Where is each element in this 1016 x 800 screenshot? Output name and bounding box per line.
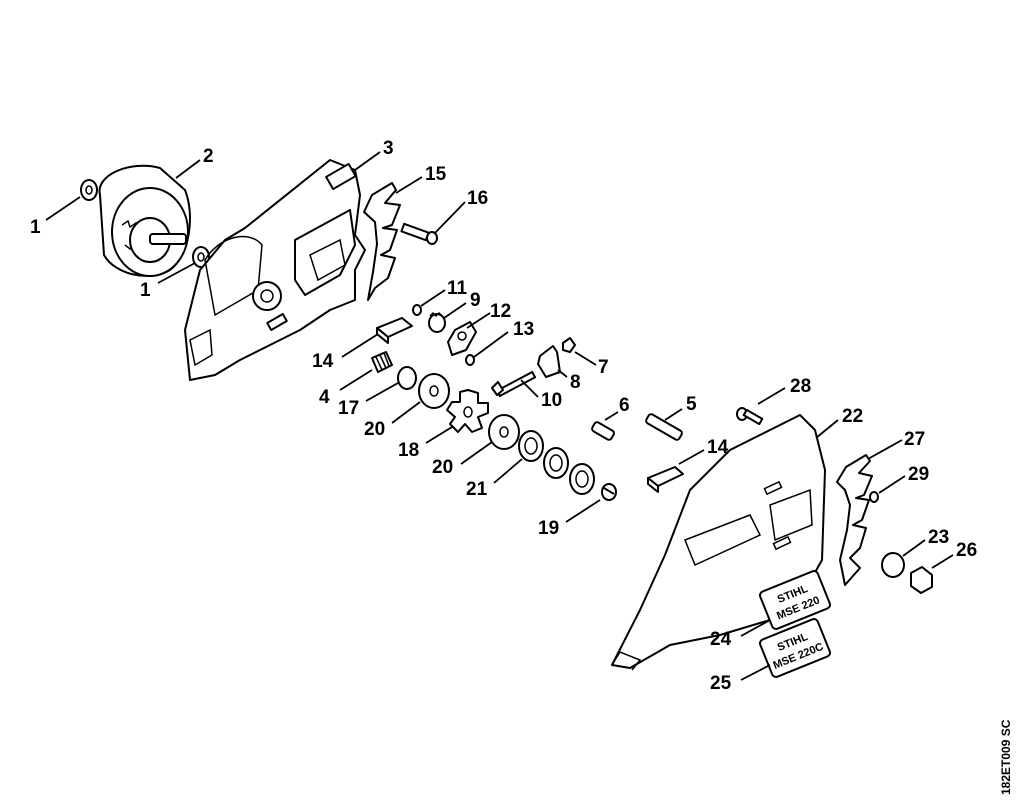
- callout-27: 27: [904, 429, 925, 450]
- tensioner-screw-part-10: [491, 370, 537, 398]
- screw-part-19: [601, 483, 617, 501]
- needle-cage-part-4: [371, 351, 393, 373]
- callout-6: 6: [619, 395, 630, 416]
- callout-22: 22: [842, 406, 863, 427]
- nut-part-26: [910, 566, 933, 594]
- callout-19: 19: [538, 518, 559, 539]
- callout-8: 8: [570, 372, 581, 393]
- washer-part-17: [397, 366, 417, 390]
- callout-10: 10: [541, 390, 562, 411]
- bumper-spike-part-27: [836, 454, 873, 586]
- adjuster-gear-part-9: [428, 311, 446, 333]
- callout-1-right: 1: [140, 280, 151, 301]
- leader-lines: [45, 151, 954, 681]
- washer-part-20-upper: [418, 373, 450, 409]
- callout-28: 28: [790, 376, 811, 397]
- washer-part-23: [881, 552, 905, 578]
- sprocket-part-18: [446, 389, 489, 433]
- callout-18: 18: [398, 440, 419, 461]
- callout-20-upper: 20: [364, 419, 385, 440]
- callout-4: 4: [319, 387, 330, 408]
- callout-26: 26: [956, 540, 977, 561]
- stud-part-6: [591, 421, 615, 441]
- callout-11: 11: [447, 278, 468, 299]
- bumper-spike-part-15: [363, 182, 401, 301]
- callout-2: 2: [203, 146, 214, 167]
- small-nut-part-29: [869, 491, 879, 503]
- callout-25: 25: [710, 673, 732, 694]
- washer-part-1-left: [80, 179, 98, 201]
- callout-7: 7: [598, 357, 609, 378]
- rubber-buffer-part-14-upper: [376, 317, 413, 344]
- callout-3: 3: [383, 138, 394, 159]
- callout-numbers: 1 2 1 3 15 16 11 9 12 13 7 14 8 4 10 17 …: [30, 138, 977, 694]
- callout-29: 29: [908, 464, 929, 485]
- small-screw-part-13: [465, 354, 475, 366]
- callout-14-lower: 14: [707, 437, 729, 458]
- callout-9: 9: [470, 290, 481, 311]
- screw-part-16: [400, 222, 438, 245]
- callout-5: 5: [686, 394, 697, 415]
- callout-16: 16: [467, 188, 488, 209]
- bolt-part-28: [736, 407, 764, 426]
- rubber-buffer-part-14-lower: [647, 466, 684, 493]
- nut-part-7: [562, 337, 576, 353]
- stud-part-5: [645, 413, 683, 441]
- reference-code: 182ET009 SC: [999, 719, 1013, 795]
- callout-15: 15: [425, 164, 447, 185]
- clutch-drum-part-2: [98, 164, 191, 277]
- callout-12: 12: [490, 301, 511, 322]
- callout-1-left: 1: [30, 217, 41, 238]
- badge-part-24: STIHL MSE 220: [758, 570, 832, 630]
- callout-20-lower: 20: [432, 457, 453, 478]
- badge-part-25: STIHL MSE 220C: [758, 618, 832, 678]
- callout-13: 13: [513, 319, 534, 340]
- callout-17: 17: [338, 398, 359, 419]
- plate-part-12: [447, 321, 477, 356]
- callout-21: 21: [466, 479, 488, 500]
- o-ring-part-11: [412, 304, 422, 316]
- callout-23: 23: [928, 527, 949, 548]
- rings-part-21: [518, 430, 595, 495]
- washer-part-20-lower: [488, 414, 520, 450]
- callout-14-upper: 14: [312, 351, 334, 372]
- chain-housing-part-3: [184, 159, 366, 381]
- tensioner-slide-part-8: [537, 345, 561, 378]
- callout-24: 24: [710, 629, 732, 650]
